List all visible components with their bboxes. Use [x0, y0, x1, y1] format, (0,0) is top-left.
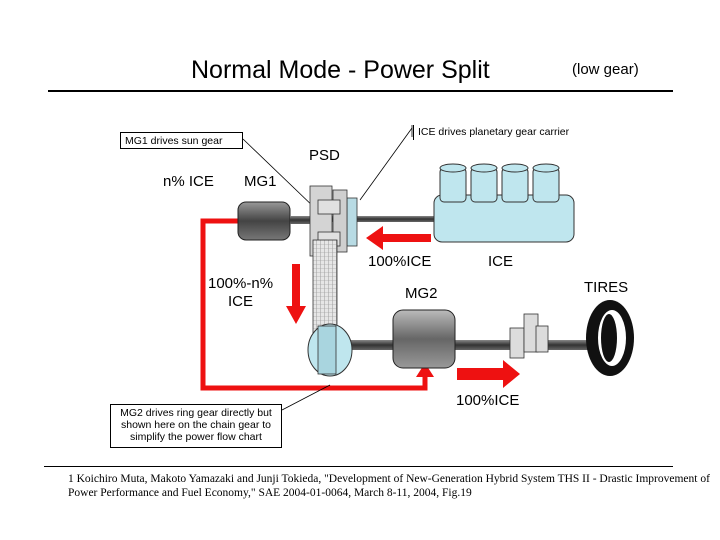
arrow-ice-to-psd	[366, 226, 431, 250]
label-remainder: 100%-n% ICE	[208, 275, 273, 311]
ice-engine	[433, 163, 575, 243]
label-tires: TIRES	[584, 279, 629, 296]
tire-hub	[601, 314, 617, 362]
label-remainder-line1: 100%-n%	[208, 275, 274, 292]
label-remainder-line2: ICE	[228, 293, 254, 310]
output-shaft	[335, 340, 595, 350]
label-mg1: MG1	[244, 173, 277, 190]
power-flow-loop	[200, 218, 434, 391]
callout-mg2-ring: MG2 drives ring gear directly but shown …	[110, 404, 282, 448]
flow-arrows	[286, 226, 520, 388]
label-ice-100-bottom: 100%ICE	[456, 392, 520, 409]
title-divider	[48, 90, 673, 92]
callout-ice-carrier: ICE drives planetary gear carrier	[413, 125, 583, 140]
label-n-ice: n% ICE	[163, 173, 214, 190]
flow-arrow-up-to-mg2	[416, 363, 434, 377]
mg2-body	[392, 309, 456, 369]
output-gear-1	[509, 327, 525, 359]
output-gear-3	[535, 325, 549, 353]
leader-ice-carrier	[359, 127, 413, 201]
arrow-to-tires	[457, 360, 520, 388]
callout-mg2-ring-line3: simplify the power flow chart	[130, 431, 262, 443]
mg1-shaft	[290, 216, 314, 224]
callout-mg2-ring-line2: shown here on the chain gear to	[120, 419, 272, 431]
ice-cylinders	[439, 163, 560, 203]
callout-leaders	[242, 125, 413, 411]
ice-shaft	[330, 216, 440, 222]
flow-loop-path	[200, 218, 428, 391]
chain-drive	[307, 239, 353, 377]
mg2-motor	[392, 309, 456, 369]
reference-divider	[44, 466, 673, 467]
page-title: Normal Mode - Power Split	[191, 56, 490, 84]
label-ice: ICE	[488, 253, 514, 270]
psd-pinion-top	[317, 199, 341, 215]
leader-mg1-sun	[242, 138, 319, 212]
callout-ice-carrier-text: ICE drives planetary gear carrier	[418, 126, 570, 138]
callout-mg1-sun: MG1 drives sun gear	[120, 132, 243, 149]
reference-line2: Power Performance and Fuel Economy," SAE…	[68, 487, 472, 499]
mg1-motor	[237, 201, 314, 241]
tire	[586, 300, 634, 376]
label-ice-100-top: 100%ICE	[368, 253, 432, 270]
mg1-body	[237, 201, 291, 241]
output-gears	[509, 313, 549, 359]
arrow-remainder-down	[286, 264, 306, 324]
page-subtitle: (low gear)	[572, 61, 639, 78]
reference-line1: 1 Koichiro Muta, Makoto Yamazaki and Jun…	[68, 473, 710, 485]
reference-footnote: 1 Koichiro Muta, Makoto Yamazaki and Jun…	[68, 472, 710, 500]
callout-mg2-ring-line1: MG2 drives ring gear directly but	[120, 407, 272, 419]
label-psd: PSD	[309, 147, 340, 164]
psd-carrier-plate	[346, 197, 358, 247]
leader-mg2-ring	[281, 384, 331, 411]
label-mg2: MG2	[405, 285, 438, 302]
callout-mg1-sun-text: MG1 drives sun gear	[125, 135, 223, 147]
chain-gear-face	[317, 325, 337, 375]
